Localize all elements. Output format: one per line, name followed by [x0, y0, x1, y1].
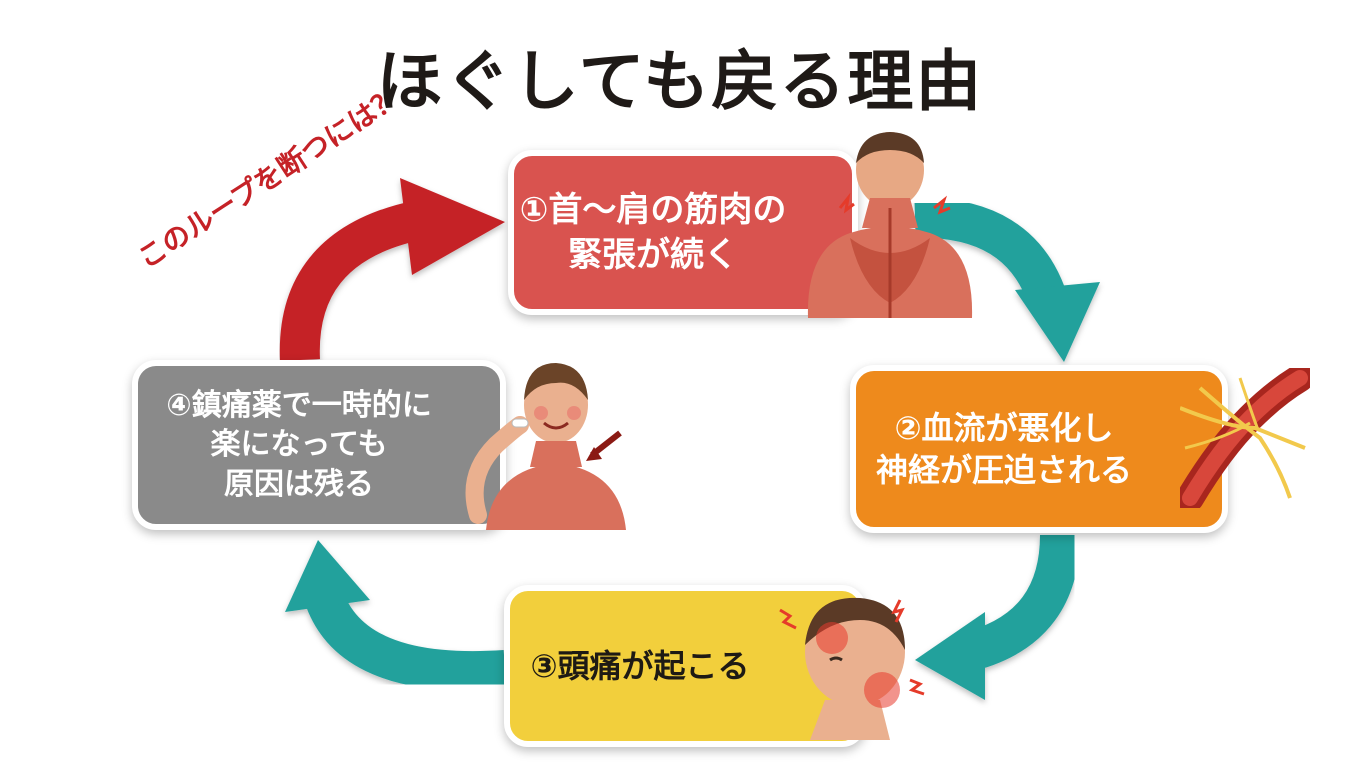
step4-box: ④鎮痛薬で一時的に 楽になっても 原因は残る	[132, 360, 506, 530]
painkiller-person-icon	[465, 363, 626, 530]
arrow-step4-to-step1	[279, 178, 505, 361]
step2-text: ②血流が悪化し 神経が圧迫される	[876, 407, 1132, 491]
arrow-step2-to-step3	[915, 534, 1080, 700]
headache-head-icon	[779, 597, 925, 740]
step1-text: ①首～肩の筋肉の 緊張が続く	[520, 188, 787, 278]
step1-line2: 緊張が続く	[567, 234, 738, 275]
step2-box: ②血流が悪化し 神経が圧迫される	[850, 365, 1228, 533]
step4-line2: 楽になっても	[210, 427, 388, 463]
step3-box: ③頭痛が起こる	[504, 585, 866, 747]
step2-line1: ②血流が悪化し	[894, 408, 1114, 447]
page-title: ほぐしても戻る理由	[376, 43, 984, 120]
step4-line3: 原因は残る	[224, 466, 374, 502]
step1-line1: ①首～肩の筋肉の	[519, 189, 787, 230]
step1-box: ①首～肩の筋肉の 緊張が続く	[508, 150, 858, 315]
blood-vessel-nerve-icon	[1180, 368, 1310, 508]
arrow-step1-to-step2	[914, 197, 1100, 362]
arrow-step3-to-step4	[285, 540, 507, 692]
step4-text: ④鎮痛薬で一時的に 楽になっても 原因は残る	[166, 386, 431, 505]
neck-shoulder-muscle-icon	[807, 132, 973, 318]
step4-line1: ④鎮痛薬で一時的に	[166, 387, 432, 423]
step2-line2: 神経が圧迫される	[875, 451, 1132, 489]
step3-text: ③頭痛が起こる	[530, 646, 750, 685]
